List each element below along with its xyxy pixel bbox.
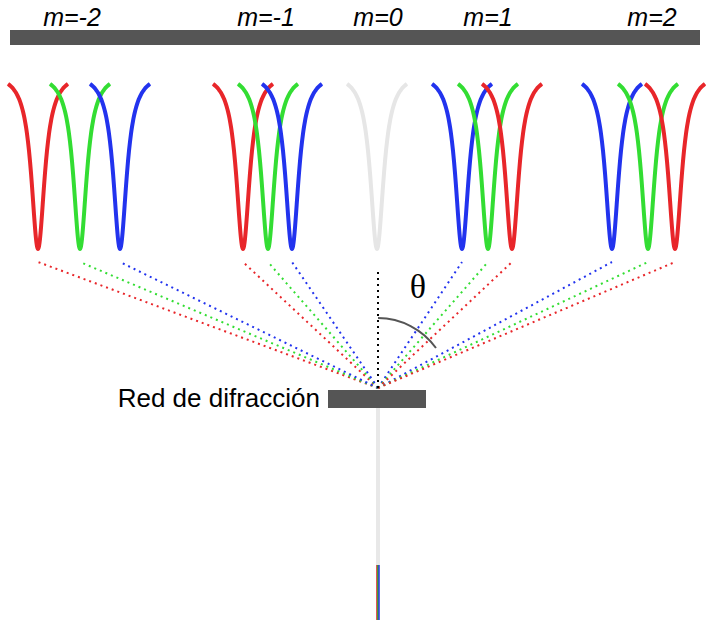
intensity-peak	[645, 84, 705, 249]
intensity-peaks	[8, 84, 705, 249]
grating-label: Red de difracción	[118, 384, 320, 413]
diffracted-ray	[378, 262, 612, 388]
incident-beam-green	[377, 565, 379, 620]
intensity-peak	[8, 84, 68, 249]
diffracted-ray	[243, 262, 378, 388]
screen	[10, 30, 700, 45]
angle-arc	[378, 318, 436, 348]
order-label: m=2	[627, 4, 676, 32]
intensity-peak	[262, 84, 322, 249]
diffracted-ray	[378, 262, 675, 388]
diffracted-ray	[292, 262, 378, 388]
intensity-peak	[482, 84, 542, 249]
diffraction-grating	[328, 390, 426, 408]
incident-beam-blue	[378, 565, 380, 620]
diffracted-ray	[120, 262, 378, 388]
diffracted-ray	[38, 262, 378, 388]
order-label: m=-2	[43, 4, 101, 32]
incident-beam	[376, 408, 380, 565]
angle-label: θ	[410, 268, 426, 305]
diffracted-ray	[378, 262, 648, 388]
order-label: m=0	[353, 4, 402, 32]
diffracted-ray	[378, 262, 488, 388]
order-label: m=1	[463, 4, 512, 32]
intensity-peak	[50, 84, 110, 249]
diffracted-ray	[268, 262, 378, 388]
order-label: m=-1	[237, 4, 295, 32]
intensity-peak	[90, 84, 150, 249]
incident-beam-red	[376, 565, 378, 620]
diffracted-ray	[80, 262, 378, 388]
normal-line	[377, 268, 379, 388]
diffracted-ray	[378, 262, 512, 388]
diffracted-rays	[38, 262, 675, 388]
diffracted-ray	[378, 262, 462, 388]
intensity-peak	[347, 84, 407, 249]
